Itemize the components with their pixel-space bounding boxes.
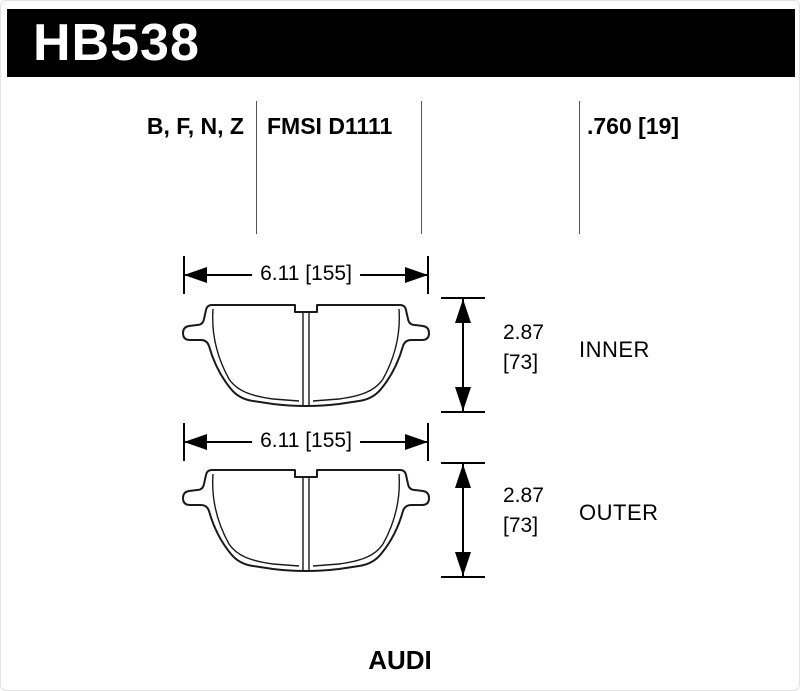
part-number: HB538 bbox=[33, 14, 200, 72]
pad-position-label: INNER bbox=[579, 337, 650, 362]
width-dimension-outer: 6.11 [155] bbox=[183, 421, 429, 463]
fmsi-number: FMSI D1111 bbox=[267, 113, 393, 139]
width-dimension-inner: 6.11 [155] bbox=[183, 254, 429, 296]
compound-codes: B, F, N, Z bbox=[146, 113, 244, 139]
divider-line bbox=[256, 101, 257, 234]
height-dimension-inner bbox=[441, 297, 485, 413]
divider-line bbox=[579, 101, 580, 234]
height-dimension-text-mm: [73] bbox=[503, 351, 539, 374]
vertical-arrow-icon bbox=[441, 297, 485, 413]
height-dimension-text: 2.87 bbox=[503, 484, 544, 507]
height-dimension-text: 2.87 bbox=[503, 321, 544, 344]
vertical-arrow-icon bbox=[441, 462, 485, 578]
divider-line bbox=[421, 101, 422, 234]
width-dimension-text: 6.11 [155] bbox=[252, 262, 360, 286]
height-dimension-outer bbox=[441, 462, 485, 578]
brake-pad-outline-icon bbox=[182, 304, 430, 407]
pad-position-label: OUTER bbox=[579, 500, 659, 525]
brake-pad-drawing-inner bbox=[179, 299, 433, 411]
brake-pad-outline-icon bbox=[182, 469, 430, 572]
vehicle-make-label: AUDI bbox=[368, 645, 432, 675]
pad-thickness: .760 [19] bbox=[587, 113, 680, 139]
brake-pad-drawing-outer bbox=[179, 464, 433, 576]
header-bar: HB538 bbox=[7, 9, 795, 77]
height-dimension-text-mm: [73] bbox=[503, 514, 539, 537]
width-dimension-text: 6.11 [155] bbox=[252, 429, 360, 453]
